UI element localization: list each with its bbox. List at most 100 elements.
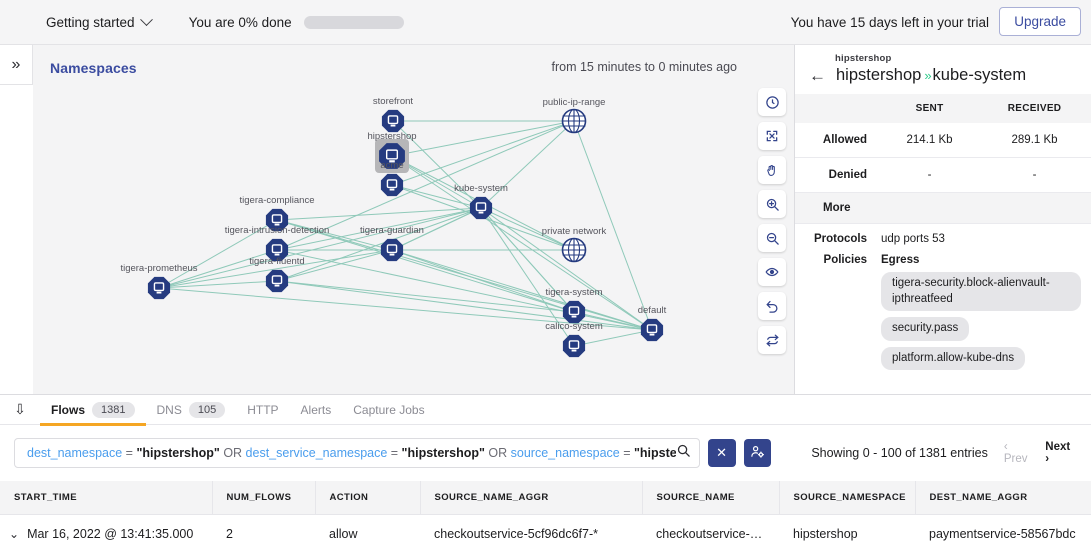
workload-base [478,211,484,214]
tab-capture[interactable]: Capture Jobs [342,395,435,425]
tab-label: HTTP [247,402,279,417]
clock-icon[interactable] [758,88,786,116]
undo-icon[interactable] [758,292,786,320]
graph-node-tigera-fluentd[interactable]: tigera-fluentd [249,256,305,293]
graph-edge [391,120,575,186]
tab-alerts[interactable]: Alerts [290,395,343,425]
col-source_name_aggr[interactable]: SOURCE_NAME_AGGR [420,481,643,515]
graph-edge [573,329,653,347]
prev-page-button[interactable]: ‹ Prev [1003,441,1028,465]
graph-edge [480,207,653,331]
more-section-header[interactable]: More [795,193,1091,224]
graph-node-label: tigera-guardian [360,225,424,236]
expand-icon[interactable] [758,122,786,150]
workload-icon [386,244,398,254]
graph-node-public-ip-range[interactable]: public-ip-range [543,97,606,134]
policy-chip[interactable]: platform.allow-kube-dns [881,346,1026,371]
graph-time-range: from 15 minutes to 0 minutes ago [551,60,737,74]
workload-base [274,284,280,287]
graph-node-label: calico-system [545,321,603,332]
progress-label: You are 0% done [188,14,292,30]
pagination[interactable]: ‹ Prev Next › [1004,441,1077,465]
zoom-out-icon[interactable] [758,224,786,252]
refresh-icon[interactable] [758,326,786,354]
getting-started-menu[interactable]: Getting started [46,12,153,30]
namespace-graph-pane[interactable]: Namespaces from 15 minutes to 0 minutes … [33,45,795,394]
graph-edge [276,249,393,282]
graph-toolbar[interactable] [758,88,786,354]
graph-edge [391,155,653,331]
col-num_flows[interactable]: NUM_FLOWS [212,481,316,515]
back-arrow-icon[interactable]: ← [809,66,826,85]
globe-meridians [562,109,586,133]
col-source_name[interactable]: SOURCE_NAME [642,481,780,515]
sidebar-expand-button[interactable]: » [0,45,33,85]
workload-icon [385,149,399,160]
namespace-node-shape [265,269,289,293]
namespace-node-shape [265,208,289,232]
denied-received: - [978,157,1091,193]
policy-chip[interactable]: security.pass [881,317,970,341]
graph-node-tigera-prometheus[interactable]: tigera-prometheus [120,263,198,300]
col-start_time[interactable]: START_TIME [0,481,213,515]
chevron-down-icon[interactable]: ⌄ [9,527,20,541]
search-input[interactable]: dest_namespace = "hipstershop" OR dest_s… [14,438,700,468]
graph-node-hipstershop[interactable]: hipstershop [367,131,417,173]
graph-node-tigera-intrusion-detection[interactable]: tigera-intrusion-detection [225,225,330,262]
graph-node-default[interactable]: default [638,305,667,342]
graph-node-label: default [638,305,667,316]
graph-node-tigera-guardian[interactable]: tigera-guardian [360,225,424,262]
graph-node-tigera-compliance[interactable]: tigera-compliance [240,195,315,232]
protocols-label: Protocols [813,233,867,245]
policies-row: Policies Egress tigera-security.block-al… [795,245,1091,376]
filter-settings-button[interactable] [743,439,772,467]
graph-node-private-network[interactable]: private network [542,226,607,263]
graph-node-tigera-system[interactable]: tigera-system [545,287,603,324]
workload-base [571,349,577,352]
next-page-button[interactable]: Next › [1045,441,1071,465]
graph-edge [276,249,653,331]
hand-icon[interactable] [758,156,786,184]
graph-node-label: tigera-compliance [240,195,315,206]
graph-node-calico-system[interactable]: calico-system [545,321,603,358]
namespace-node-shape [265,238,289,262]
allowed-sent: 214.1 Kb [881,123,979,158]
graph-node-storefront[interactable]: storefront [373,96,413,133]
query-token-fld: source_namespace [510,446,620,460]
detail-kicker: hipstershop [835,53,892,64]
workload-base [571,315,577,318]
zoom-in-icon[interactable] [758,190,786,218]
workload-icon [153,282,165,292]
search-icon[interactable] [676,443,691,463]
policy-chip[interactable]: tigera-security.block-alienvault-ipthrea… [881,272,1081,312]
col-blank [795,94,881,123]
tab-label: DNS [156,402,182,417]
workload-base [274,253,280,256]
tab-http[interactable]: HTTP [236,395,289,425]
upgrade-button[interactable]: Upgrade [999,7,1081,36]
workload-base [156,291,162,294]
eye-icon[interactable] [758,258,786,286]
graph-node-acme[interactable]: acme [380,160,404,197]
query-token-val: "hipstershop" [634,446,676,460]
col-source_namespace[interactable]: SOURCE_NAMESPACE [779,481,916,515]
graph-edge [391,120,575,157]
double-chevron-down-icon[interactable]: ⇩ [14,401,26,417]
graph-node-label: acme [380,160,403,171]
detail-title: hipstershop»kube-system [836,66,1026,85]
getting-started-label: Getting started [46,14,135,30]
graph-node-kube-system[interactable]: kube-system [454,183,508,220]
col-dest_name_aggr[interactable]: DEST_NAME_AGGR [915,481,1091,515]
clear-search-button[interactable]: ✕ [707,439,736,467]
graph-edge [480,207,575,251]
col-action[interactable]: ACTION [315,481,421,515]
